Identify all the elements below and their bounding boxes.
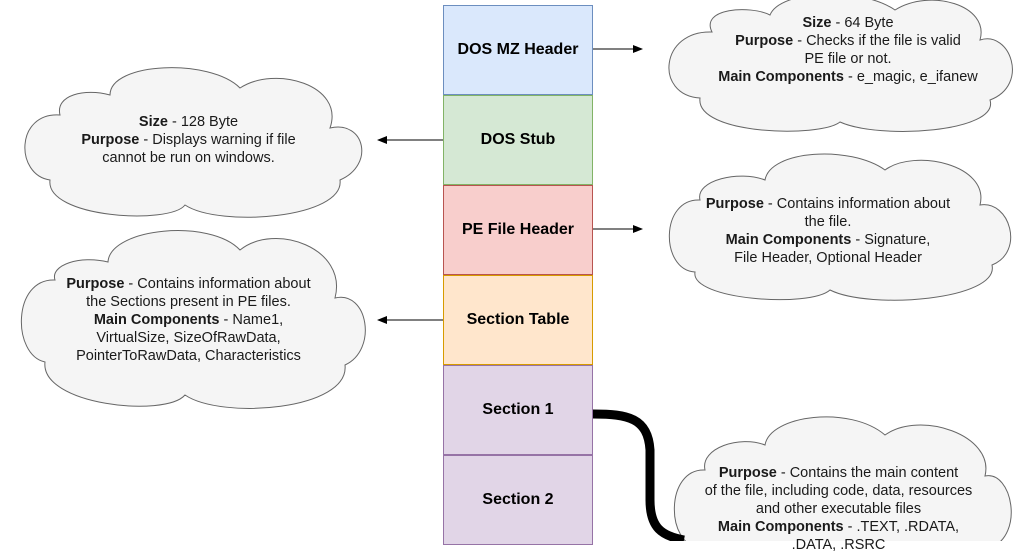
cloud-section-table xyxy=(20,230,366,409)
cloud-pe-file-header xyxy=(668,153,1012,301)
cloud-text-pe-file-header: Purpose - Contains information about the… xyxy=(705,196,951,266)
block-dos-stub: DOS Stub xyxy=(443,95,593,185)
cloud-dos-mz-header xyxy=(668,0,1013,132)
block-dos-mz-header: DOS MZ Header xyxy=(443,5,593,95)
block-section-1: Section 1 xyxy=(443,365,593,455)
cloud-text-dos-mz-header: Size - 64 Byte Purpose - Checks if the f… xyxy=(718,15,978,85)
block-section-table: Section Table xyxy=(443,275,593,365)
block-section-2: Section 2 xyxy=(443,455,593,545)
block-pe-file-header: PE File Header xyxy=(443,185,593,275)
cloud-text-dos-stub: Size - 128 Byte Purpose - Displays warni… xyxy=(81,114,296,166)
cloud-sections xyxy=(673,416,1012,541)
cloud-text-section-table: Purpose - Contains information about the… xyxy=(66,276,311,364)
sections-curly-brace xyxy=(592,409,685,541)
cloud-dos-stub xyxy=(24,67,363,218)
